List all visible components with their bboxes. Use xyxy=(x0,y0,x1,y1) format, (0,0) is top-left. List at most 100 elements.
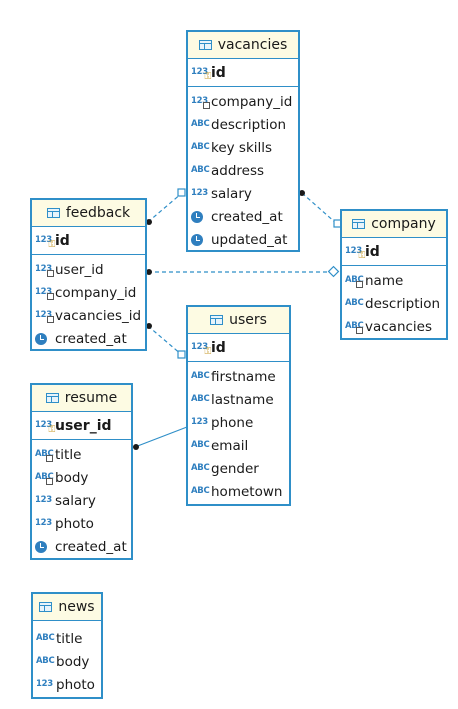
column-name: company_id xyxy=(211,93,293,110)
entity-title: users xyxy=(229,312,267,328)
column-name: phone xyxy=(211,414,254,431)
number-icon: 123 xyxy=(35,518,52,529)
number-key-icon: 123 xyxy=(191,68,211,81)
column-name: body xyxy=(56,653,90,670)
column-name: key skills xyxy=(211,139,273,156)
entity-title: feedback xyxy=(65,205,131,221)
number-icon: 123 xyxy=(36,679,53,690)
table-icon xyxy=(198,40,212,50)
column-name: address xyxy=(211,162,265,179)
column-name: firstname xyxy=(211,368,276,385)
number-key-icon: 123 xyxy=(35,421,55,434)
entity-header: feedback xyxy=(32,200,145,227)
link-resume-users xyxy=(134,426,188,448)
entity-header: vacancies xyxy=(188,32,298,59)
string-icon: ABC xyxy=(345,298,364,309)
number-fk-icon: 123 xyxy=(35,310,54,323)
number-fk-icon: 123 xyxy=(35,287,54,300)
entity-title: company xyxy=(371,216,436,232)
column-name: description xyxy=(365,295,441,312)
string-icon: ABC xyxy=(191,486,210,497)
column-name: title xyxy=(55,446,82,463)
column-row[interactable]: created_at xyxy=(32,535,131,558)
table-icon xyxy=(210,315,224,325)
table-icon xyxy=(352,219,366,229)
number-key-icon: 123 xyxy=(345,247,365,260)
string-icon: ABC xyxy=(35,472,54,485)
link-end-square xyxy=(177,350,186,359)
number-icon: 123 xyxy=(35,495,52,506)
number-fk-icon: 123 xyxy=(191,96,210,109)
column-name: id xyxy=(55,232,70,249)
string-icon: ABC xyxy=(191,142,210,153)
column-name: salary xyxy=(55,492,96,509)
number-fk-icon: 123 xyxy=(35,264,54,277)
clock-icon xyxy=(191,210,203,223)
link-end-diamond xyxy=(327,265,340,278)
primary-key-row[interactable]: 123 id xyxy=(32,227,145,255)
entity-title: news xyxy=(58,599,95,615)
column-row[interactable]: updated_at xyxy=(188,228,298,251)
string-fk-icon: ABC xyxy=(345,321,364,334)
primary-key-row[interactable]: 123 id xyxy=(188,334,289,362)
primary-key-row[interactable]: 123 id xyxy=(188,59,298,87)
link-feedback-users xyxy=(147,325,183,356)
link-end-dot xyxy=(133,444,139,450)
column-name: id xyxy=(211,64,226,81)
column-name: lastname xyxy=(211,391,274,408)
primary-key-row[interactable]: 123 user_id xyxy=(32,412,131,440)
clock-icon xyxy=(35,540,47,553)
link-end-dot xyxy=(146,219,152,225)
column-name: hometown xyxy=(211,483,283,500)
column-row[interactable]: created_at xyxy=(188,205,298,228)
string-icon: ABC xyxy=(191,119,210,130)
column-row[interactable]: created_at xyxy=(32,327,145,350)
entity-header: news xyxy=(33,594,101,621)
column-name: name xyxy=(365,272,404,289)
string-icon: ABC xyxy=(191,440,210,451)
table-icon xyxy=(39,602,53,612)
column-name: title xyxy=(56,630,83,647)
string-icon: ABC xyxy=(36,633,55,644)
entity-title: resume xyxy=(64,390,118,406)
link-end-dot xyxy=(146,323,152,329)
string-fk-icon: ABC xyxy=(345,275,364,288)
link-end-square xyxy=(177,188,186,197)
column-name: company_id xyxy=(55,284,137,301)
column-name: created_at xyxy=(55,538,127,555)
primary-key-row[interactable]: 123 id xyxy=(342,238,446,266)
string-icon: ABC xyxy=(36,656,55,667)
column-name: body xyxy=(55,469,89,486)
column-name: email xyxy=(211,437,249,454)
